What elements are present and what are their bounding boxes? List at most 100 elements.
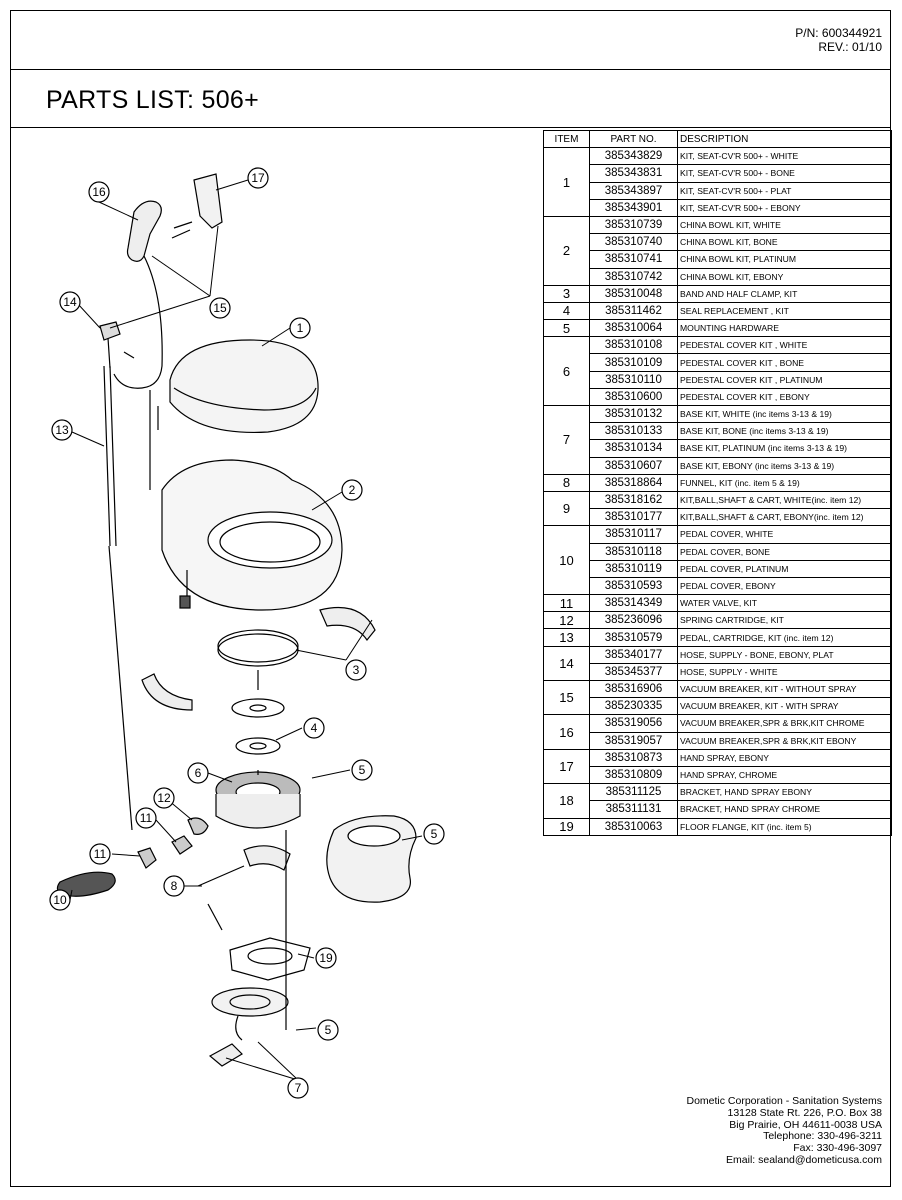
description-cell: VACUUM BREAKER, KIT - WITH SPRAY xyxy=(677,697,892,716)
svg-text:1: 1 xyxy=(297,321,304,335)
spray-hose-drawing xyxy=(113,255,163,389)
callout-8: 7 xyxy=(287,1077,309,1099)
svg-text:15: 15 xyxy=(213,301,227,315)
item-number: 18 xyxy=(543,783,590,819)
part-number-cell: 385236096 xyxy=(589,611,678,630)
callout-6: 5 xyxy=(423,823,445,845)
callout-14: 13 xyxy=(51,419,73,441)
svg-text:2: 2 xyxy=(349,483,356,497)
part-number-cell: 385310607 xyxy=(589,456,678,475)
description-cell: PEDAL COVER, EBONY xyxy=(677,576,892,596)
callout-1: 1 xyxy=(289,317,311,339)
part-number-cell: 385310873 xyxy=(589,748,678,767)
svg-text:13: 13 xyxy=(55,423,69,437)
part-number-cell: 385343829 xyxy=(589,147,678,166)
part-number-cell: 385310118 xyxy=(589,542,678,561)
description-cell: BASE KIT, EBONY (inc items 3-13 & 19) xyxy=(677,456,892,475)
callout-5-upper: 5 xyxy=(351,759,373,781)
description-cell: PEDESTAL COVER KIT , WHITE xyxy=(677,336,892,355)
description-cell: SEAL REPLACEMENT , KIT xyxy=(677,301,892,321)
description-cell: MOUNTING HARDWARE xyxy=(677,319,892,338)
description-cell: VACUUM BREAKER,SPR & BRK,KIT EBONY xyxy=(677,731,892,750)
part-number-cell: 385230335 xyxy=(589,697,678,716)
description-cell: BASE KIT, PLATINUM (inc items 3-13 & 19) xyxy=(677,439,892,458)
part-number-cell: 385343901 xyxy=(589,198,678,217)
part-number-cell: 385345377 xyxy=(589,662,678,682)
svg-text:12: 12 xyxy=(157,791,171,805)
description-cell: BRACKET, HAND SPRAY EBONY xyxy=(677,783,892,802)
part-number-cell: 385316906 xyxy=(589,679,678,699)
description-cell: KIT, SEAT-CV'R 500+ - BONE xyxy=(677,164,892,183)
description-cell: BASE KIT, WHITE (inc items 3-13 & 19) xyxy=(677,404,892,424)
description-cell: HOSE, SUPPLY - WHITE xyxy=(677,662,892,682)
fax: Fax: 330-496-3097 xyxy=(793,1142,882,1155)
column-header-item: ITEM xyxy=(543,129,590,149)
part-number-cell: 385318864 xyxy=(589,473,678,492)
description-cell: KIT,BALL,SHAFT & CART, EBONY(inc. item 1… xyxy=(677,508,892,527)
exploded-diagram: 16 17 14 15 1 13 2 3 4 5 6 12 11 5 1211 … xyxy=(49,167,445,1099)
description-cell: CHINA BOWL KIT, BONE xyxy=(677,233,892,252)
part-number-cell: 385311462 xyxy=(589,301,678,321)
svg-text:14: 14 xyxy=(63,295,77,309)
callout-17: 16 xyxy=(88,181,110,203)
description-cell: PEDAL COVER, PLATINUM xyxy=(677,559,892,578)
callout-markers: 16 17 14 15 1 13 2 3 4 5 6 12 11 5 1211 … xyxy=(49,167,445,1099)
description-cell: PEDAL COVER, WHITE xyxy=(677,525,892,544)
header-divider xyxy=(10,69,891,70)
spring-cartridge-drawing xyxy=(171,835,193,855)
callout-7: 6 xyxy=(187,762,209,784)
pedal-cartridge-drawing xyxy=(187,817,209,835)
svg-text:16: 16 xyxy=(92,185,106,199)
callout-10: 10 xyxy=(49,889,71,911)
callout-18: 17 xyxy=(247,167,269,189)
item-number: 12 xyxy=(543,611,590,630)
part-number-cell: 385310110 xyxy=(589,370,678,389)
part-number-cell: 385319056 xyxy=(589,714,678,733)
svg-text:8: 8 xyxy=(171,879,178,893)
flange-drawing xyxy=(211,987,289,1017)
svg-text:5: 5 xyxy=(359,763,366,777)
description-cell: BRACKET, HAND SPRAY CHROME xyxy=(677,800,892,819)
description-cell: CHINA BOWL KIT, PLATINUM xyxy=(677,250,892,269)
part-number-cell: 385310593 xyxy=(589,576,678,596)
vacuum-breaker-drawing xyxy=(99,321,135,369)
page-title: PARTS LIST: 506+ xyxy=(46,86,260,114)
description-cell: BASE KIT, BONE (inc items 3-13 & 19) xyxy=(677,422,892,441)
item-number: 19 xyxy=(543,817,590,836)
description-cell: PEDESTAL COVER KIT , EBONY xyxy=(677,387,892,407)
description-cell: KIT,BALL,SHAFT & CART, WHITE(inc. item 1… xyxy=(677,490,892,510)
parts-table-header: ITEM PART NO. DESCRIPTION xyxy=(543,129,892,149)
title-divider xyxy=(10,127,891,128)
column-header-description: DESCRIPTION xyxy=(677,129,892,149)
half-clamp-drawing xyxy=(319,606,376,642)
callout-9: 8 xyxy=(163,875,185,897)
svg-text:5: 5 xyxy=(431,827,438,841)
description-cell: HAND SPRAY, CHROME xyxy=(677,765,892,785)
description-cell: WATER VALVE, KIT xyxy=(677,594,892,613)
description-cell: PEDAL, CARTRIDGE, KIT (inc. item 12) xyxy=(677,628,892,647)
